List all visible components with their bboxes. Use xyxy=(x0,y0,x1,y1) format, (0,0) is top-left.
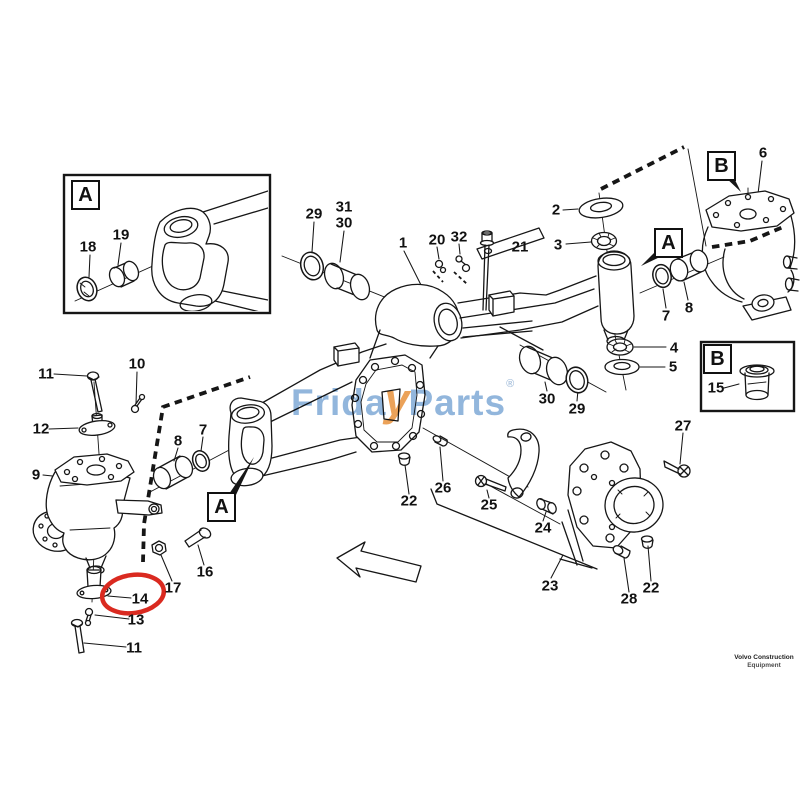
pointer-a-left-wedge xyxy=(229,457,254,497)
highlight-circle-part-14 xyxy=(99,572,167,616)
bolt-27 xyxy=(663,460,691,478)
part-label-31: 31 xyxy=(335,198,353,216)
part-label-8-left: 8 xyxy=(173,432,183,450)
part-label-11-top: 11 xyxy=(38,365,54,383)
bolt-25 xyxy=(474,474,507,492)
thrust-fork xyxy=(507,428,540,499)
part-label-11-bottom: 11 xyxy=(126,639,142,657)
bolt-21 xyxy=(479,230,495,311)
registered-trademark-symbol: ® xyxy=(506,378,516,390)
part-label-15: 15 xyxy=(707,379,725,397)
plate-bolt-holes xyxy=(350,356,426,451)
hub-carrier xyxy=(559,441,664,569)
part-label-1: 1 xyxy=(398,234,408,252)
part-label-9: 9 xyxy=(31,466,41,484)
brand-line2: Equipment xyxy=(747,662,781,669)
part-label-23: 23 xyxy=(541,577,559,595)
part-label-7-right: 7 xyxy=(661,307,671,325)
detail-box-a-label: A xyxy=(71,180,100,210)
part-label-22-right: 22 xyxy=(642,579,660,597)
washer-2 xyxy=(578,197,624,219)
part-label-16: 16 xyxy=(196,563,214,581)
part-label-5: 5 xyxy=(668,358,678,376)
detail-pointer-a-right-label: A xyxy=(654,228,683,258)
bushing-8-left-and-seal-7-left xyxy=(152,450,211,490)
part-label-28: 28 xyxy=(620,590,638,608)
pin-28 xyxy=(612,545,631,559)
right-steering-knuckle xyxy=(701,190,800,321)
part-label-25: 25 xyxy=(480,496,498,514)
left-steering-knuckle xyxy=(32,453,163,575)
part-label-19: 19 xyxy=(112,226,130,244)
seal-29-left-and-bushing-30-31 xyxy=(299,251,371,301)
axle-housing xyxy=(228,227,635,487)
part-label-30-right: 30 xyxy=(538,390,556,408)
bushing-30-right-and-seal-29-right xyxy=(518,345,589,394)
fitting-dashes xyxy=(432,270,468,285)
detail-pointer-b-label: B xyxy=(707,151,736,181)
part-label-21: 21 xyxy=(511,238,529,256)
bracket-23-line xyxy=(430,488,598,570)
part-label-24: 24 xyxy=(534,519,552,537)
bearing-3 xyxy=(590,231,618,251)
bushing-24 xyxy=(536,497,557,515)
part-label-29-left: 29 xyxy=(305,205,323,223)
fitting-20 xyxy=(434,259,447,274)
brand-line1: Volvo Construction xyxy=(734,654,794,661)
part-label-7-left: 7 xyxy=(198,421,208,439)
detail-pointer-a-left-label: A xyxy=(207,492,236,522)
watermark-text-accent: y xyxy=(384,374,411,425)
part-label-17: 17 xyxy=(164,579,182,597)
part-label-3: 3 xyxy=(553,236,563,254)
kingpin-parts-left xyxy=(70,371,212,654)
volvo-brand-text: Volvo Construction Equipment xyxy=(728,654,800,670)
part-label-4: 4 xyxy=(669,339,679,357)
plug-22-left xyxy=(397,452,411,466)
fridayparts-watermark: FridayParts® xyxy=(291,374,515,426)
watermark-text-left: Frida xyxy=(291,382,387,423)
part-label-27: 27 xyxy=(674,417,692,435)
part-label-13: 13 xyxy=(127,611,145,629)
direction-arrow xyxy=(336,541,422,583)
part-label-32: 32 xyxy=(450,228,468,246)
part-label-6: 6 xyxy=(758,144,768,162)
detail-box-a-content xyxy=(74,190,268,311)
leader-lines xyxy=(42,160,763,648)
part-label-14-highlighted: 14 xyxy=(131,590,149,608)
part-label-8-right: 8 xyxy=(684,299,694,317)
detail-box-b xyxy=(699,340,796,413)
bearing-4 xyxy=(606,338,634,356)
part-label-20: 20 xyxy=(428,231,446,249)
part-label-18: 18 xyxy=(79,238,97,256)
seal-7-right-and-bushing-8-right xyxy=(652,249,709,289)
part-label-29-right: 29 xyxy=(568,400,586,418)
detail-box-b-label: B xyxy=(703,344,732,374)
detail-box-a xyxy=(62,173,272,315)
washer-5 xyxy=(604,358,640,376)
part-label-2: 2 xyxy=(551,201,561,219)
elbow-fitting-32 xyxy=(455,255,471,273)
detail-reference-dashes xyxy=(141,145,784,563)
watermark-text-right: Parts xyxy=(408,382,507,423)
part-label-30-left: 30 xyxy=(335,214,353,232)
part-label-22-left: 22 xyxy=(400,492,418,510)
pin-26 xyxy=(432,435,448,447)
part-label-26: 26 xyxy=(434,479,452,497)
detail-box-b-content xyxy=(739,364,775,401)
part-label-12: 12 xyxy=(32,420,50,438)
plug-22-right xyxy=(640,535,654,549)
part-label-10: 10 xyxy=(128,355,146,373)
